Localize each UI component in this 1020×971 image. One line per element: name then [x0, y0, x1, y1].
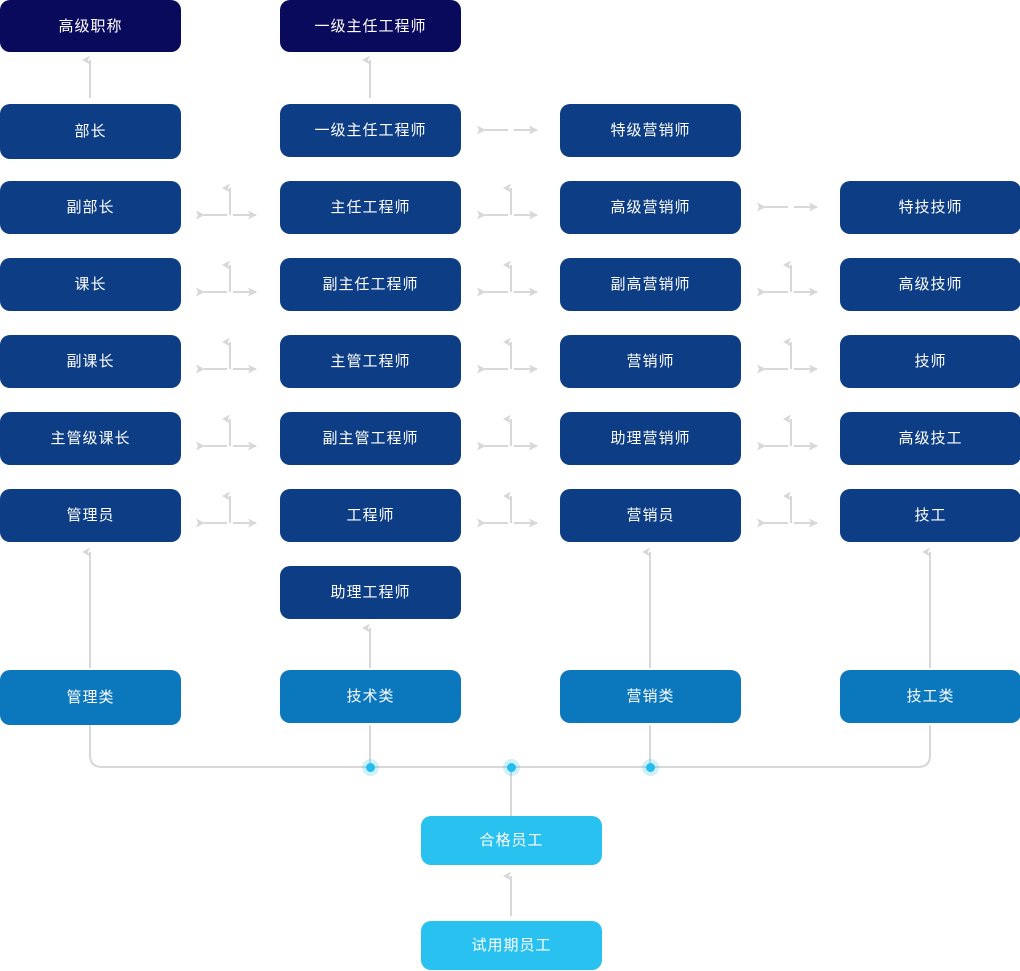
node-label: 助理营销师: [610, 430, 691, 447]
node-category-craft[interactable]: 技工类: [840, 670, 1020, 723]
node-craft-4[interactable]: 高级技工: [840, 412, 1020, 465]
node-label: 主任工程师: [330, 199, 411, 216]
node-tech-5[interactable]: 副主管工程师: [280, 412, 461, 465]
node-label: 高级职称: [58, 17, 123, 35]
node-category-management[interactable]: 管理类: [0, 670, 181, 725]
node-label: 副主管工程师: [322, 430, 419, 447]
node-label: 试用期员工: [471, 937, 552, 954]
node-mkt-4[interactable]: 营销师: [560, 335, 741, 388]
node-label: 技工: [914, 507, 947, 524]
node-label: 工程师: [346, 507, 395, 524]
node-mgmt-3[interactable]: 课长: [0, 258, 181, 311]
node-label: 高级营销师: [610, 199, 691, 216]
node-label: 管理员: [66, 507, 115, 524]
node-label: 技术类: [346, 688, 395, 705]
node-probation-employee[interactable]: 试用期员工: [421, 921, 602, 970]
node-craft-1[interactable]: 特技技师: [840, 181, 1020, 234]
node-tech-4[interactable]: 主管工程师: [280, 335, 461, 388]
node-label: 营销类: [626, 688, 675, 705]
node-mgmt-5[interactable]: 主管级课长: [0, 412, 181, 465]
node-label: 课长: [74, 276, 107, 293]
node-label: 营销员: [626, 507, 675, 524]
node-mgmt-1[interactable]: 部长: [0, 104, 181, 159]
node-category-marketing[interactable]: 营销类: [560, 670, 741, 723]
node-qualified-employee[interactable]: 合格员工: [421, 816, 602, 865]
node-tech-2[interactable]: 主任工程师: [280, 181, 461, 234]
node-label: 营销师: [626, 353, 675, 370]
node-craft-5[interactable]: 技工: [840, 489, 1020, 542]
node-label: 副高营销师: [610, 276, 691, 293]
node-label: 特技技师: [898, 199, 963, 216]
node-label: 一级主任工程师: [314, 17, 427, 35]
node-mgmt-6[interactable]: 管理员: [0, 489, 181, 542]
node-mkt-2[interactable]: 高级营销师: [560, 181, 741, 234]
node-label: 助理工程师: [330, 584, 411, 601]
node-label: 技工类: [906, 688, 955, 705]
node-tech-7[interactable]: 助理工程师: [280, 566, 461, 619]
node-tech-6[interactable]: 工程师: [280, 489, 461, 542]
node-label: 合格员工: [479, 832, 544, 849]
node-label: 一级主任工程师: [314, 122, 427, 139]
node-mkt-3[interactable]: 副高营销师: [560, 258, 741, 311]
node-label: 副主任工程师: [322, 276, 419, 293]
node-label: 副部长: [66, 199, 115, 216]
node-mkt-1[interactable]: 特级营销师: [560, 104, 741, 157]
junction-dot-icon: [646, 763, 655, 772]
node-category-technical[interactable]: 技术类: [280, 670, 461, 723]
node-label: 技师: [914, 353, 947, 370]
node-label: 管理类: [66, 689, 115, 706]
node-mgmt-4[interactable]: 副课长: [0, 335, 181, 388]
node-mgmt-top[interactable]: 高级职称: [0, 0, 181, 52]
node-label: 主管工程师: [330, 353, 411, 370]
node-label: 主管级课长: [50, 430, 131, 447]
node-craft-3[interactable]: 技师: [840, 335, 1020, 388]
node-tech-1[interactable]: 一级主任工程师: [280, 104, 461, 157]
node-mkt-6[interactable]: 营销员: [560, 489, 741, 542]
node-tech-top[interactable]: 一级主任工程师: [280, 0, 461, 52]
node-tech-3[interactable]: 副主任工程师: [280, 258, 461, 311]
node-label: 副课长: [66, 353, 115, 370]
up-arrow-icon: [82, 55, 371, 98]
node-mkt-5[interactable]: 助理营销师: [560, 412, 741, 465]
junction-dot-icon: [507, 763, 516, 772]
node-mgmt-2[interactable]: 副部长: [0, 181, 181, 234]
node-craft-2[interactable]: 高级技师: [840, 258, 1020, 311]
node-label: 高级技师: [898, 276, 963, 293]
node-label: 部长: [74, 123, 107, 140]
junction-dot-icon: [366, 763, 375, 772]
node-label: 高级技工: [898, 430, 963, 447]
node-label: 特级营销师: [610, 122, 691, 139]
